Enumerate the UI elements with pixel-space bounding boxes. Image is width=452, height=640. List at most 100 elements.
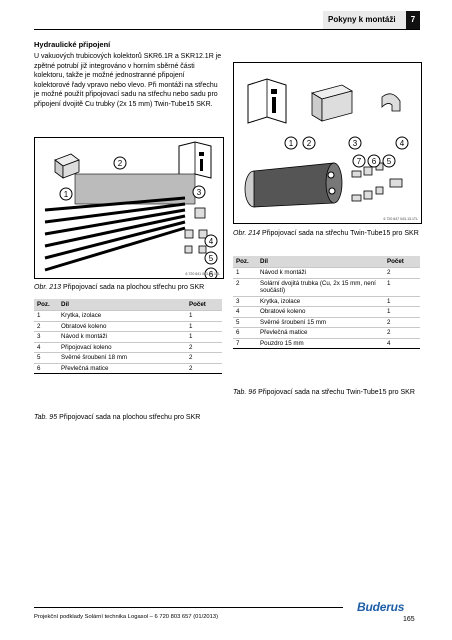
- table-96-cell: 1: [384, 277, 420, 296]
- fig214-callout-1: 1: [289, 139, 294, 148]
- table-95-caption: Tab. 95 Připojovací sada na plochou stře…: [34, 413, 224, 422]
- figure-213-id: 6 720 641 043-01.1TL: [185, 272, 220, 276]
- table-95-cell: 2: [186, 362, 222, 374]
- table-96-cell: 5: [233, 316, 257, 328]
- figure-214-caption-number: Obr. 214: [233, 230, 260, 237]
- fig213-callout-3: 3: [197, 188, 202, 197]
- intro-paragraph: U vakuových trubicových kolektorů SKR6.1…: [34, 53, 222, 108]
- table-96-cell: 2: [384, 267, 420, 278]
- table-96-cell: Krytka, izolace: [257, 295, 384, 307]
- collector-tubes-icon: [44, 173, 196, 272]
- fittings-icon: [184, 207, 208, 254]
- section-heading: Hydraulické připojení: [34, 40, 111, 49]
- table-95-cell: 2: [186, 341, 222, 353]
- table-95-header-pos: Poz.: [34, 299, 58, 311]
- fig213-callout-1: 1: [64, 190, 69, 199]
- header-rule: [34, 29, 420, 30]
- insulation-cap-icon: [54, 153, 80, 179]
- table-96-caption-number: Tab. 96: [233, 389, 257, 396]
- table-96-caption-text: Připojovací sada na střechu Twin-Tube15 …: [258, 389, 415, 396]
- table-96-cell: 2: [384, 327, 420, 338]
- table-95-cell: 2: [186, 352, 222, 363]
- brand-logo: Buderus: [357, 600, 405, 614]
- table-95-cell: Obratové koleno: [58, 320, 186, 332]
- figure-214: 1 2 3 4 7 6 5 6 720 647 043-13.1TL: [233, 62, 422, 224]
- figure-214-caption-text: Připojovací sada na střechu Twin-Tube15 …: [261, 230, 419, 237]
- fittings-icon: [351, 162, 403, 202]
- table-96-header-pos: Poz.: [233, 256, 257, 268]
- table-95-cell: 3: [34, 331, 58, 342]
- insulation-cap-icon: [310, 84, 354, 122]
- table-96-cell: 4: [384, 337, 420, 349]
- table-96-cell: 6: [233, 327, 257, 338]
- manual-book-icon: [178, 141, 212, 179]
- chapter-number: 7: [406, 11, 420, 29]
- table-95-cell: 2: [34, 320, 58, 332]
- table-95-caption-text: Připojovací sada na plochou střechu pro …: [59, 414, 201, 421]
- table-95-cell: 1: [186, 320, 222, 332]
- section-header: Pokyny k montáži: [323, 11, 406, 29]
- table-95-cell: 6: [34, 362, 58, 374]
- table-95-cell: Převlečná matice: [58, 362, 186, 374]
- fig214-callout-3: 3: [353, 139, 358, 148]
- table-95-cell: Připojovací koleno: [58, 341, 186, 353]
- table-95-cell: 1: [186, 310, 222, 321]
- figure-214-drawing: 1 2 3 4 7 6 5: [244, 78, 409, 208]
- table-96-header-count: Počet: [384, 256, 420, 268]
- table-96-cell: 1: [384, 295, 420, 307]
- fig213-callout-6: 6: [209, 270, 214, 278]
- table-96-cell: 2: [384, 316, 420, 328]
- figure-213-caption: Obr. 213 Připojovací sada na plochou stř…: [34, 283, 224, 292]
- figure-214-id: 6 720 647 043-13.1TL: [383, 217, 418, 221]
- table-96-cell: Obratové koleno: [257, 306, 384, 317]
- table-95-cell: 1: [186, 331, 222, 342]
- table-96-cell: Solární dvojitá trubka (Cu, 2x 15 mm, ne…: [257, 277, 384, 296]
- fig214-callout-4: 4: [400, 139, 405, 148]
- table-95-cell: Svěrné šroubení 18 mm: [58, 352, 186, 363]
- table-96-cell: 3: [233, 295, 257, 307]
- footer-rule: [34, 607, 343, 608]
- table-96-header-part: Díl: [257, 256, 384, 268]
- table-95-caption-number: Tab. 95: [34, 414, 58, 421]
- fig213-callout-4: 4: [209, 237, 214, 246]
- figure-213-drawing: 1 2 3 4 5 6: [44, 141, 218, 278]
- table-96-cell: Svěrné šroubení 15 mm: [257, 316, 384, 328]
- table-96-cell: 1: [233, 267, 257, 278]
- table-96-cell: Pouzdro 15 mm: [257, 337, 384, 349]
- table-95-cell: 1: [34, 310, 58, 321]
- fig213-callout-2: 2: [118, 159, 123, 168]
- fig214-callout-2: 2: [307, 139, 312, 148]
- manual-book-icon: [247, 78, 287, 124]
- table-96-cell: 1: [384, 306, 420, 317]
- elbow-icon: [381, 93, 401, 112]
- figure-213-caption-number: Obr. 213: [34, 284, 61, 291]
- figure-213: 1 2 3 4 5 6 6 720 641 043-01.1TL: [34, 137, 224, 279]
- figure-214-caption: Obr. 214 Připojovací sada na střechu Twi…: [233, 229, 423, 238]
- table-96-cell: 4: [233, 306, 257, 317]
- table-95-cell: 5: [34, 352, 58, 363]
- table-95-cell: Návod k montáži: [58, 331, 186, 342]
- table-96-cell: 7: [233, 337, 257, 349]
- table-95-header-count: Počet: [186, 299, 222, 311]
- fig213-callout-5: 5: [209, 254, 214, 263]
- table-96-cell: 2: [233, 277, 257, 296]
- twin-tube-icon: [244, 162, 343, 208]
- table-95-cell: Krytka, izolace: [58, 310, 186, 321]
- fig214-callout-6: 6: [372, 157, 377, 166]
- table-96-cell: Návod k montáži: [257, 267, 384, 278]
- figure-213-caption-text: Připojovací sada na plochou střechu pro …: [62, 284, 205, 291]
- fig214-callout-7: 7: [357, 157, 362, 166]
